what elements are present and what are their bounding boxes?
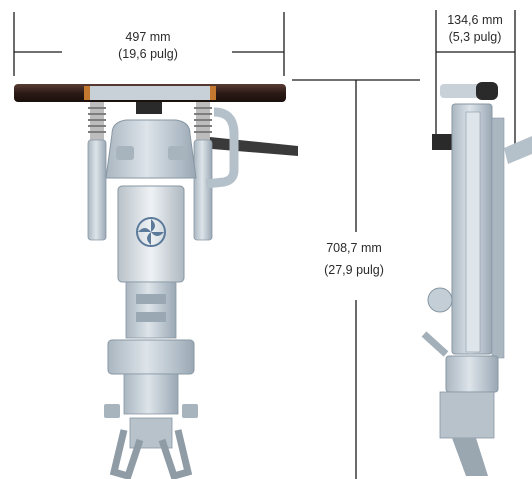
front-head (123, 373, 179, 415)
side-cylinder (465, 111, 481, 353)
side-clamp (445, 355, 499, 393)
width-in-label: (19,6 pulg) (118, 47, 178, 61)
side-lever (432, 134, 454, 150)
side-handle (440, 84, 484, 98)
retainer-fork (109, 429, 193, 479)
head-bolt-left (104, 404, 120, 418)
handle-collar-right (210, 86, 216, 100)
housing-bolt-right (168, 146, 186, 160)
side-knob (427, 287, 453, 313)
side-front-head (439, 391, 495, 439)
side-handle-cap (476, 82, 498, 100)
height-dimension: 708,7 mm (27,9 pulg) (292, 79, 420, 479)
depth-in-label: (5,3 pulg) (449, 30, 502, 44)
top-housing (105, 119, 197, 179)
side-rod (491, 117, 505, 359)
side-fork (452, 438, 488, 476)
depth-dimension: 134,6 mm (5,3 pulg) (435, 10, 516, 150)
width-mm-label: 497 mm (125, 30, 170, 44)
drill-side-view (421, 82, 532, 476)
side-pin (421, 331, 449, 357)
spring-left (88, 102, 106, 142)
side-rod-left (87, 139, 107, 241)
cylinder-lower (125, 281, 177, 339)
housing-bolt-left (116, 146, 134, 160)
spring-right (194, 102, 212, 142)
handle-bar-center (84, 86, 216, 100)
side-hose (504, 136, 532, 164)
handle-collar-left (84, 86, 90, 100)
chuck-clamp (107, 339, 195, 375)
height-mm-label: 708,7 mm (326, 241, 382, 255)
air-hose-fitting (205, 107, 239, 189)
side-rod-right (193, 139, 213, 241)
depth-mm-label: 134,6 mm (447, 13, 503, 27)
logo-icon (136, 217, 166, 247)
cylinder-ring-1 (136, 294, 166, 304)
height-in-label: (27,9 pulg) (324, 263, 384, 277)
cylinder-ring-2 (136, 312, 166, 322)
head-bolt-right (182, 404, 198, 418)
throttle-lever (136, 102, 162, 114)
control-lever (200, 136, 298, 156)
width-dimension: 497 mm (19,6 pulg) (13, 12, 285, 76)
drill-front-view (14, 84, 298, 479)
